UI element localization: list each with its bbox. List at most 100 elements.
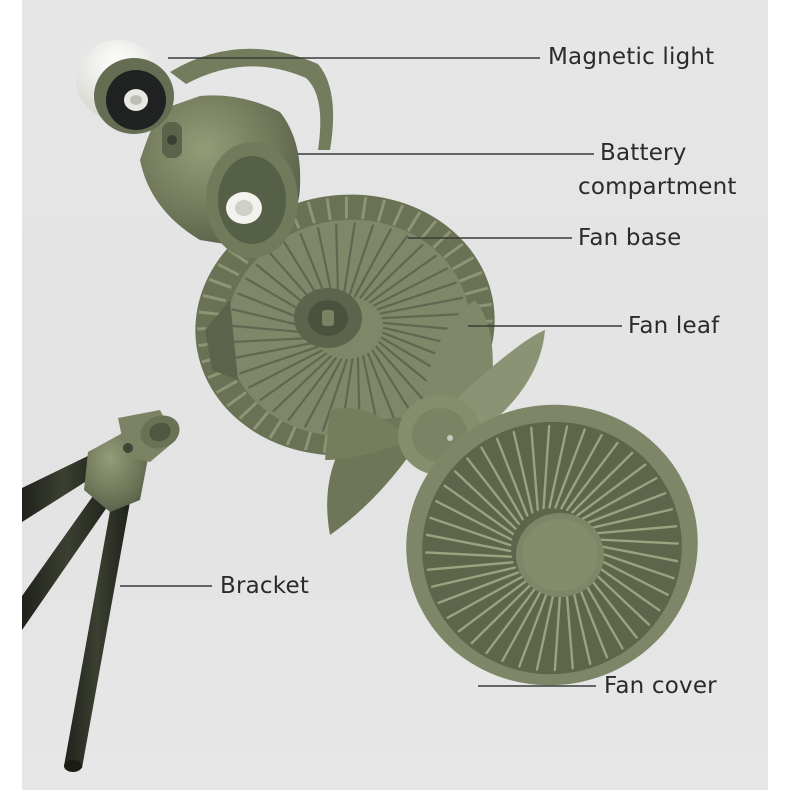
spoke bbox=[239, 345, 320, 375]
rib bbox=[215, 379, 238, 394]
label-battery: Battery compartment bbox=[578, 136, 737, 204]
spoke bbox=[591, 538, 679, 545]
spoke bbox=[553, 586, 562, 672]
spoke bbox=[518, 587, 550, 668]
spoke bbox=[247, 349, 323, 389]
spoke bbox=[571, 451, 634, 514]
spoke bbox=[576, 463, 647, 517]
spoke bbox=[560, 433, 603, 510]
spoke bbox=[233, 341, 317, 360]
spoke bbox=[485, 584, 539, 655]
battery-compartment-part bbox=[140, 48, 334, 258]
spoke bbox=[548, 425, 569, 509]
spoke bbox=[570, 582, 592, 666]
spoke bbox=[587, 508, 674, 530]
spoke bbox=[376, 281, 457, 311]
label-fan-base: Fan base bbox=[578, 225, 682, 251]
rib bbox=[344, 196, 348, 219]
rib bbox=[226, 391, 247, 408]
spoke bbox=[373, 267, 449, 307]
label-bracket: Bracket bbox=[220, 573, 310, 599]
spoke bbox=[584, 571, 638, 639]
leader-lines bbox=[120, 57, 622, 687]
bracket-part bbox=[22, 410, 180, 772]
fan-leaf-part bbox=[325, 300, 545, 535]
spoke bbox=[368, 254, 437, 304]
rib bbox=[443, 242, 464, 259]
rib bbox=[420, 219, 438, 240]
spoke bbox=[381, 312, 467, 320]
spoke bbox=[437, 571, 520, 604]
label-magnetic-light: Magnetic light bbox=[548, 44, 715, 70]
spoke bbox=[592, 549, 675, 580]
spoke bbox=[359, 235, 409, 299]
spoke bbox=[542, 424, 551, 510]
spoke bbox=[575, 579, 609, 659]
spoke bbox=[587, 566, 651, 626]
rib bbox=[452, 256, 475, 271]
spoke bbox=[425, 533, 512, 553]
spoke bbox=[580, 575, 624, 650]
spoke bbox=[443, 484, 515, 536]
rib bbox=[303, 428, 314, 451]
rib bbox=[464, 286, 489, 296]
label-fan-leaf: Fan leaf bbox=[628, 313, 720, 339]
spoke bbox=[592, 543, 679, 563]
rib bbox=[208, 278, 232, 289]
spoke bbox=[565, 584, 574, 670]
spoke bbox=[316, 227, 334, 301]
spoke bbox=[429, 516, 512, 547]
spoke bbox=[580, 477, 658, 521]
spoke bbox=[367, 352, 397, 424]
fan-cover-part bbox=[406, 404, 698, 686]
spoke bbox=[495, 437, 529, 517]
label-battery-line2: compartment bbox=[578, 174, 737, 200]
spoke bbox=[371, 349, 413, 415]
label-fan-cover: Fan cover bbox=[604, 673, 717, 699]
rib bbox=[432, 230, 452, 249]
spoke bbox=[321, 358, 348, 432]
rib bbox=[392, 204, 405, 227]
spoke bbox=[342, 222, 356, 298]
spoke bbox=[229, 336, 315, 344]
spoke bbox=[530, 426, 539, 512]
spoke bbox=[512, 430, 534, 514]
rib bbox=[406, 211, 422, 233]
spoke bbox=[348, 224, 375, 298]
spoke bbox=[353, 228, 392, 298]
spoke bbox=[554, 428, 586, 509]
spoke bbox=[501, 586, 544, 663]
spoke bbox=[364, 243, 424, 301]
spoke bbox=[335, 223, 340, 299]
spoke bbox=[565, 441, 619, 512]
rib bbox=[285, 423, 298, 446]
spoke bbox=[304, 358, 343, 428]
spoke bbox=[535, 587, 556, 671]
spoke bbox=[287, 357, 337, 421]
spoke bbox=[589, 560, 661, 612]
spoke bbox=[375, 345, 428, 405]
spoke bbox=[272, 355, 332, 413]
rib bbox=[202, 294, 227, 303]
spoke bbox=[470, 582, 533, 645]
rib bbox=[459, 270, 483, 283]
spoke bbox=[425, 551, 513, 558]
spoke bbox=[446, 575, 524, 619]
rib bbox=[268, 417, 284, 439]
rib bbox=[238, 401, 258, 420]
rib bbox=[252, 410, 270, 431]
rib bbox=[325, 198, 332, 221]
spoke bbox=[430, 566, 517, 588]
spoke bbox=[426, 561, 514, 571]
label-battery-line1: Battery bbox=[600, 140, 687, 166]
rib bbox=[217, 262, 240, 277]
spoke bbox=[466, 457, 520, 525]
spoke bbox=[480, 446, 524, 521]
magnetic-light-part bbox=[76, 40, 174, 134]
spoke bbox=[379, 296, 463, 315]
spoke bbox=[584, 492, 667, 525]
spoke bbox=[590, 525, 678, 535]
spoke bbox=[435, 500, 513, 541]
